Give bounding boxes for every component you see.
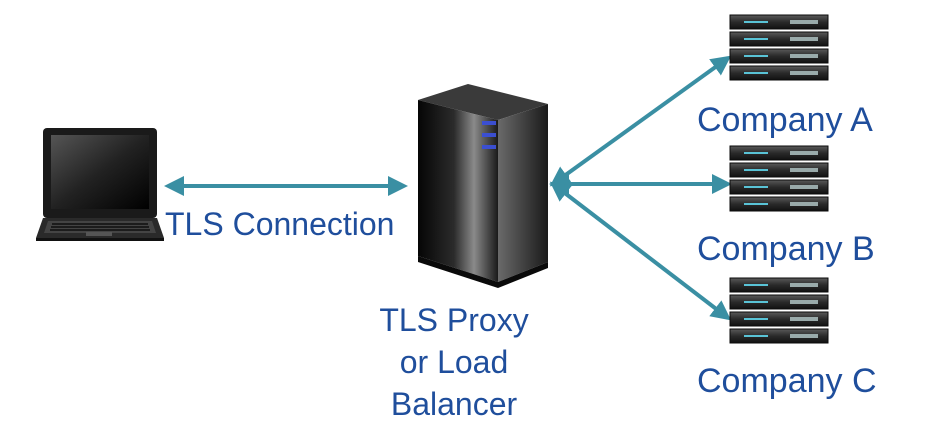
- proxy-label-line-1: TLS Proxy: [379, 302, 529, 338]
- arrow-to-company-c: [549, 181, 732, 321]
- tower-server-icon: [418, 84, 548, 288]
- proxy-label-line-2: or Load: [399, 344, 509, 380]
- company-c-label: Company C: [697, 362, 877, 400]
- rack-server-icon: [729, 277, 829, 344]
- proxy-label-line-3: Balancer: [390, 386, 518, 422]
- company-a-label: Company A: [697, 101, 873, 139]
- rack-server-icon: [729, 14, 829, 81]
- proxy-label: TLS Proxy or Load Balancer: [366, 299, 542, 425]
- rack-server-icon: [729, 145, 829, 212]
- company-b-label: Company B: [697, 230, 875, 268]
- arrow-to-company-a: [549, 55, 732, 187]
- tls-connection-label: TLS Connection: [165, 206, 395, 242]
- laptop-icon: [36, 128, 164, 241]
